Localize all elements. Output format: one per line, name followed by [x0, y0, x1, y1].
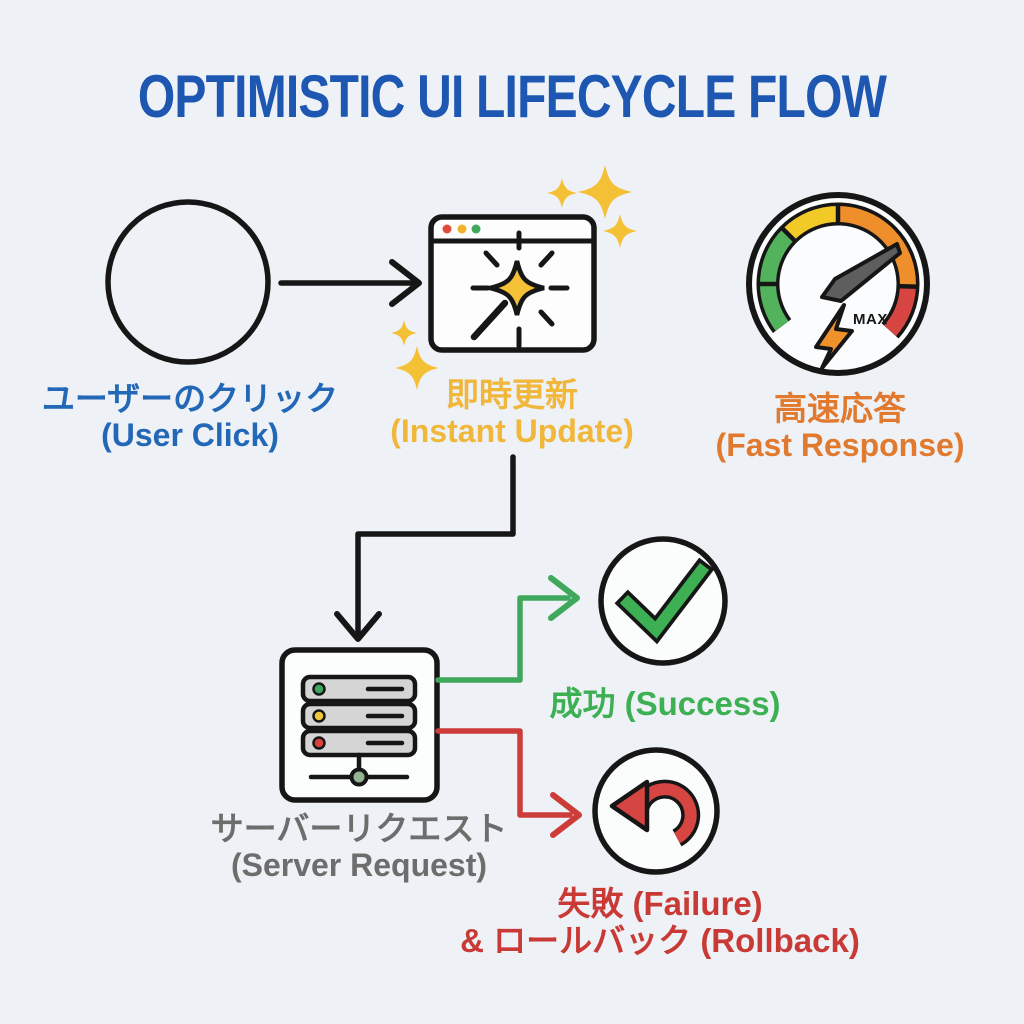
server-led-red	[312, 736, 326, 750]
arrow-server-to-success-icon	[435, 575, 580, 683]
lightning-bolt-icon	[814, 303, 854, 370]
traffic-dot-red	[442, 224, 452, 234]
fast-response-label-jp: 高速応答	[774, 390, 906, 427]
gauge-max-label: MAX	[853, 311, 888, 328]
arrow-server-to-failure-icon	[435, 728, 582, 838]
fast-response-label-en: (Fast Response)	[715, 426, 965, 463]
user-click-label-en: (User Click)	[101, 416, 279, 453]
user-click-label-jp: ユーザーのクリック	[41, 380, 339, 417]
page-title: OPTIMISTIC UI LIFECYCLE FLOW	[137, 63, 887, 130]
failure-label-line1: 失敗 (Failure)	[557, 885, 763, 922]
success-label-text: 成功 (Success)	[549, 685, 781, 722]
server-request-label-en: (Server Request)	[230, 846, 488, 883]
check-circle-icon	[598, 536, 728, 666]
server-network-node	[349, 767, 369, 787]
browser-magic-icon	[428, 214, 597, 353]
server-request-label-jp: サーバーリクエスト	[210, 810, 508, 847]
server-request-label: サーバーリクエスト (Server Request)	[210, 810, 508, 884]
instant-update-label-jp: 即時更新	[445, 376, 578, 413]
arrow-user-to-update-icon	[278, 259, 422, 307]
server-led-green	[312, 682, 326, 696]
server-icon	[279, 647, 440, 803]
instant-update-label: 即時更新 (Instant Update)	[390, 376, 634, 450]
traffic-dot-green	[471, 224, 481, 234]
success-label: 成功 (Success)	[549, 685, 781, 723]
traffic-dot-yellow	[457, 224, 467, 234]
failure-label-line2: & ロールバック (Rollback)	[460, 921, 860, 959]
gauge-needle	[820, 242, 902, 303]
instant-update-label-en: (Instant Update)	[390, 412, 634, 449]
speedometer-icon: MAX	[746, 192, 930, 376]
user-click-label: ユーザーのクリック (User Click)	[41, 380, 339, 454]
fast-response-label: 高速応答 (Fast Response)	[715, 390, 965, 464]
user-click-icon	[105, 199, 271, 365]
rollback-circle-icon	[592, 747, 720, 875]
server-led-yellow	[312, 709, 326, 723]
failure-label: 失敗 (Failure) & ロールバック (Rollback)	[460, 885, 860, 960]
arrow-update-to-server-icon	[334, 454, 516, 642]
